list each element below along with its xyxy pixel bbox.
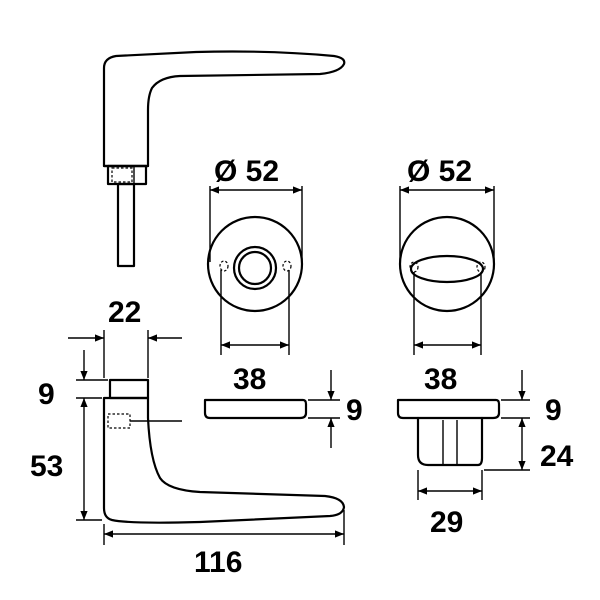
handle-width-label: 22 [108,296,141,329]
handle-height-label: 53 [30,450,63,483]
rose-right-depth-label: 24 [540,440,574,473]
rose-right-thickness-label: 9 [545,394,562,427]
handle-top-label: 9 [38,378,55,411]
rose-right-width-label: 29 [430,506,463,539]
rose-wc-front-view [398,186,496,355]
rose-right-hole-spacing-label: 38 [424,363,457,396]
handle-front-view [102,378,346,524]
rose-left-thickness-label: 9 [346,394,363,427]
rose-wc-side-view [396,370,530,500]
handle-length-label: 116 [194,546,242,579]
rose-left-diameter-label: Ø 52 [214,155,279,188]
rose-cylinder-side-view [203,370,340,448]
rose-right-diameter-label: Ø 52 [407,155,472,188]
handle-side-view [102,50,346,268]
rose-left-hole-spacing-label: 38 [233,363,266,396]
rose-cylinder-front-view [206,186,304,355]
handle-dimensions [68,330,345,545]
